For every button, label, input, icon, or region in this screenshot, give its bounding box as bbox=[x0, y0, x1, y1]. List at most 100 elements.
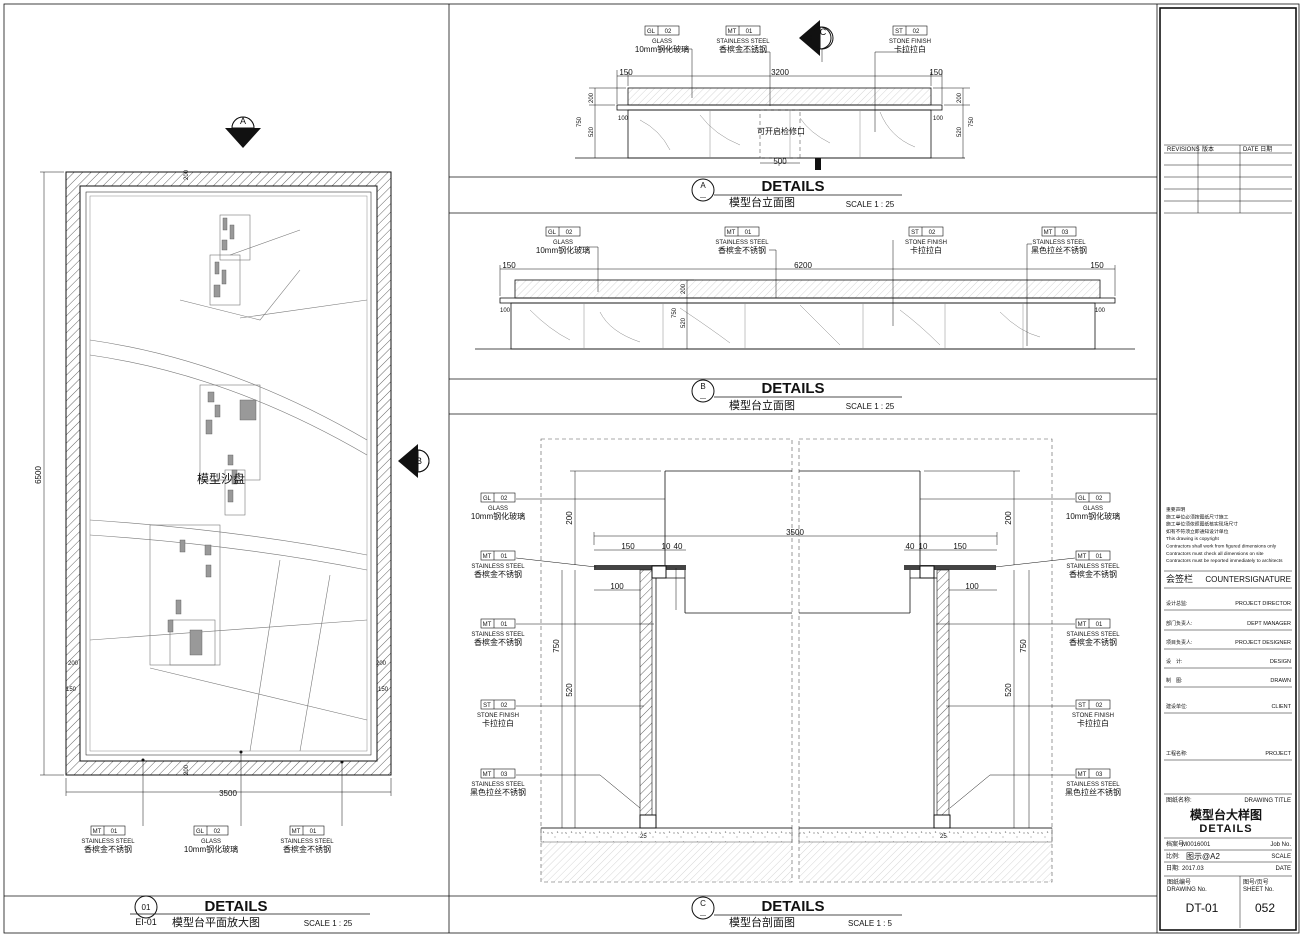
svg-text:40: 40 bbox=[906, 542, 915, 551]
tag-num: 01 bbox=[501, 622, 508, 628]
svg-text:—: — bbox=[700, 913, 706, 919]
drawing-no: DT-01 bbox=[1186, 901, 1219, 915]
tag-cn: 卡拉拉白 bbox=[1077, 718, 1109, 728]
sec-c-scale: SCALE 1 : 5 bbox=[848, 919, 893, 928]
tag-en: STONE FINISH bbox=[1072, 713, 1114, 719]
tag-cn: 10mm钢化玻璃 bbox=[536, 245, 590, 255]
note-line: 如有不符须立即通知设计单位 bbox=[1166, 528, 1229, 535]
tag-num: 03 bbox=[1096, 772, 1103, 778]
tag-code: ST bbox=[483, 703, 491, 709]
site-plan-sketch bbox=[89, 214, 368, 752]
svg-text:750: 750 bbox=[672, 307, 678, 318]
tag-num: 01 bbox=[310, 829, 317, 835]
tag-cn: 10mm钢化玻璃 bbox=[1066, 511, 1120, 521]
tag-cn: 10mm钢化玻璃 bbox=[471, 511, 525, 521]
svg-text:150: 150 bbox=[621, 542, 635, 551]
role-en: DEPT MANAGER bbox=[1247, 621, 1291, 627]
tag-en: STAINLESS STEEL bbox=[1066, 564, 1120, 570]
svg-text:750: 750 bbox=[552, 639, 561, 653]
tag-en: GLASS bbox=[1083, 506, 1103, 512]
tag-code: ST bbox=[911, 230, 919, 236]
elev-a-details: DETAILS bbox=[761, 178, 824, 195]
tag-cn: 黑色拉丝不锈钢 bbox=[1065, 787, 1121, 797]
svg-text:25: 25 bbox=[940, 834, 947, 840]
plan-dim-height: 6500 bbox=[34, 466, 43, 484]
sec-dim-3500: 3500 bbox=[786, 528, 804, 537]
svg-text:200: 200 bbox=[184, 764, 190, 775]
title-block: REVISIONS 版本 DATE 日期 重要声明施工单位必须按图纸尺寸施工施工… bbox=[1159, 7, 1297, 931]
job-no: M0016001 bbox=[1182, 842, 1211, 848]
svg-text:200: 200 bbox=[589, 92, 595, 103]
tag-num: 01 bbox=[111, 829, 118, 835]
elev-a-scale: SCALE 1 : 25 bbox=[846, 200, 895, 209]
tag-en: STAINLESS STEEL bbox=[81, 839, 135, 845]
role-cn: 设计总监: bbox=[1166, 600, 1187, 607]
tag-en: GLASS bbox=[201, 839, 221, 845]
tag-cn: 香槟金不锈钢 bbox=[718, 245, 766, 255]
tag-code: MT bbox=[292, 829, 301, 835]
svg-text:150: 150 bbox=[378, 687, 389, 693]
tag-en: STAINLESS STEEL bbox=[471, 782, 525, 788]
sec-c-subtitle: 模型台剖面图 bbox=[729, 915, 795, 929]
tag-num: 01 bbox=[1096, 622, 1103, 628]
svg-text:100: 100 bbox=[1095, 308, 1106, 314]
svg-text:DRAWING No.: DRAWING No. bbox=[1167, 887, 1207, 893]
svg-text:750: 750 bbox=[969, 116, 975, 127]
role-en: PROJECT DESIGNER bbox=[1235, 640, 1291, 646]
svg-text:200: 200 bbox=[565, 511, 574, 525]
svg-text:100: 100 bbox=[618, 116, 629, 122]
role-cn: 建设单位: bbox=[1166, 703, 1187, 710]
svg-text:DATE: DATE bbox=[1275, 866, 1291, 872]
svg-text:200: 200 bbox=[68, 661, 79, 667]
countersign-en: COUNTERSIGNATURE bbox=[1205, 575, 1291, 584]
tag-num: 01 bbox=[1096, 554, 1103, 560]
countersign-cn: 会签栏 bbox=[1166, 573, 1193, 584]
tag-en: GLASS bbox=[488, 506, 508, 512]
svg-text:200: 200 bbox=[1004, 511, 1013, 525]
svg-text:750: 750 bbox=[577, 116, 583, 127]
svg-text:500: 500 bbox=[773, 157, 787, 166]
tag-cn: 香槟金不锈钢 bbox=[84, 844, 132, 854]
tag-num: 02 bbox=[501, 496, 508, 502]
svg-text:200: 200 bbox=[376, 661, 387, 667]
tag-num: 02 bbox=[1096, 703, 1103, 709]
tag-code: MT bbox=[1078, 554, 1087, 560]
tag-en: STAINLESS STEEL bbox=[1066, 632, 1120, 638]
plan-subtitle: 模型台平面放大图 bbox=[172, 915, 260, 929]
tag-en: GLASS bbox=[553, 240, 573, 246]
tag-num: 02 bbox=[566, 230, 573, 236]
tag-num: 02 bbox=[929, 230, 936, 236]
svg-text:—: — bbox=[700, 195, 706, 201]
svg-text:10: 10 bbox=[919, 542, 928, 551]
tag-en: GLASS bbox=[652, 39, 672, 45]
tag-en: STAINLESS STEEL bbox=[1032, 240, 1086, 246]
role-cn: 项目负责人: bbox=[1166, 639, 1192, 646]
tag-cn: 香槟金不锈钢 bbox=[1069, 637, 1117, 647]
svg-text:25: 25 bbox=[640, 834, 647, 840]
tag-code: GL bbox=[548, 230, 557, 236]
drawing-title-en: DETAILS bbox=[1199, 823, 1252, 835]
svg-text:100: 100 bbox=[965, 582, 979, 591]
role-en: DRAWN bbox=[1270, 678, 1291, 684]
svg-text:A: A bbox=[240, 116, 246, 126]
elev-b-dim-total: 6200 bbox=[794, 261, 812, 270]
svg-text:520: 520 bbox=[565, 683, 574, 697]
tag-cn: 卡拉拉白 bbox=[482, 718, 514, 728]
svg-text:100: 100 bbox=[933, 116, 944, 122]
date-value: 2017.03 bbox=[1182, 866, 1204, 872]
tag-cn: 香槟金不锈钢 bbox=[719, 44, 767, 54]
tag-en: STAINLESS STEEL bbox=[471, 632, 525, 638]
sec-c-tag: C bbox=[700, 899, 706, 908]
tag-code: GL bbox=[196, 829, 205, 835]
